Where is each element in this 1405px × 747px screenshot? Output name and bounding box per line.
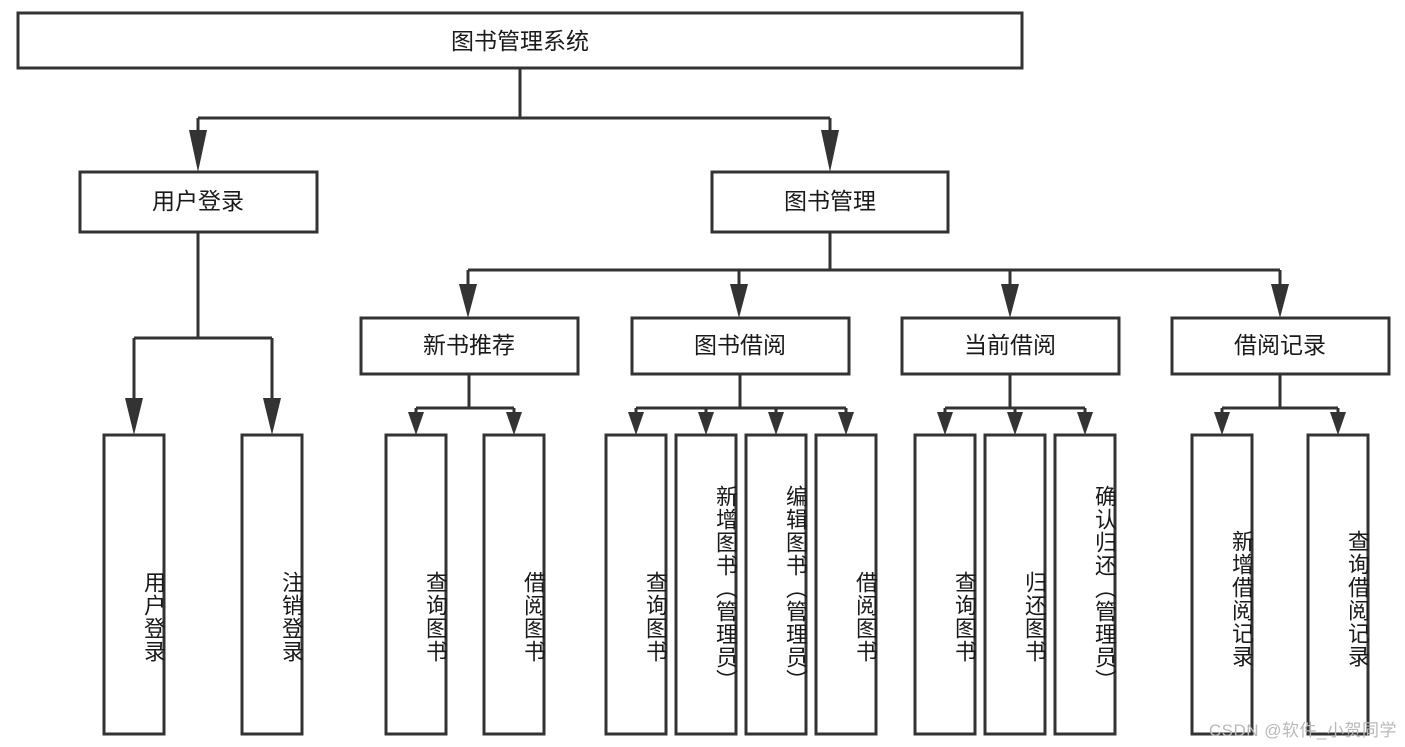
leaf-box-book-borrow-1[interactable] (604, 433, 668, 736)
connectors (125, 68, 1346, 435)
node-user-login[interactable]: 用户登录 (78, 170, 319, 234)
arrow-current-leaf-1 (937, 412, 953, 435)
arrow-newbook-leaf-2 (506, 412, 522, 435)
leaf-box-current-borrow-3[interactable] (1053, 433, 1117, 736)
arrow-borrow-leaf-2 (698, 412, 714, 435)
root-label: 图书管理系统 (451, 28, 589, 54)
arrow-borrow-leaf-4 (838, 412, 854, 435)
leaf-boxes-book-borrow (604, 433, 878, 736)
leaf-box-new-book-2[interactable] (482, 433, 546, 736)
user-login-box[interactable] (78, 170, 319, 234)
leaf-boxes-user-login (102, 433, 304, 736)
leaf-boxes-new-book (384, 433, 546, 736)
leaf-boxes-current-borrow (913, 433, 1117, 736)
arrow-borrow-leaf-3 (768, 412, 784, 435)
arrow-current-leaf-3 (1077, 412, 1093, 435)
arrow-record-leaf-2 (1330, 412, 1346, 435)
current-borrow-box[interactable] (900, 316, 1121, 376)
leaf-box-book-borrow-3[interactable] (744, 433, 808, 736)
node-book-borrow[interactable]: 图书借阅 (630, 316, 851, 376)
arrow-user-leaf-1 (125, 398, 143, 435)
node-current-borrow[interactable]: 当前借阅 (900, 316, 1121, 376)
user-login-label: 用户登录 (152, 188, 244, 214)
node-borrow-record[interactable]: 借阅记录 (1170, 316, 1391, 376)
node-book-manage[interactable]: 图书管理 (710, 170, 950, 234)
borrow-record-box[interactable] (1170, 316, 1391, 376)
csdn-watermark: CSDN @软件_小贺同学 (1208, 721, 1397, 740)
leaf-box-new-book-1[interactable] (384, 433, 448, 736)
new-book-recommend-label: 新书推荐 (423, 332, 515, 358)
arrow-to-borrow-record (1271, 284, 1289, 318)
book-manage-label: 图书管理 (784, 188, 876, 214)
node-new-book-recommend[interactable]: 新书推荐 (359, 316, 580, 376)
book-borrow-label: 图书借阅 (694, 332, 786, 358)
leaf-box-user-login-2[interactable] (240, 433, 304, 736)
arrow-to-book-manage (821, 130, 839, 172)
arrow-to-user-login (189, 130, 207, 172)
leaf-box-book-borrow-2[interactable] (674, 433, 738, 736)
current-borrow-label: 当前借阅 (964, 332, 1056, 358)
arrow-user-leaf-2 (263, 398, 281, 435)
arrow-to-book-borrow (730, 284, 748, 318)
arrow-newbook-leaf-1 (408, 412, 424, 435)
book-manage-box[interactable] (710, 170, 950, 234)
arrow-record-leaf-1 (1214, 412, 1230, 435)
leaf-box-book-borrow-4[interactable] (814, 433, 878, 736)
leaf-box-current-borrow-2[interactable] (983, 433, 1047, 736)
arrow-to-new-book (459, 284, 477, 318)
arrow-borrow-leaf-1 (628, 412, 644, 435)
arrow-to-current-borrow (1001, 284, 1019, 318)
root-box[interactable] (16, 11, 1024, 70)
node-root[interactable]: 图书管理系统 (16, 11, 1024, 70)
arrow-current-leaf-2 (1007, 412, 1023, 435)
leaf-box-borrow-record-1[interactable] (1190, 433, 1254, 736)
borrow-record-label: 借阅记录 (1234, 332, 1326, 358)
leaf-box-borrow-record-2[interactable] (1306, 433, 1370, 736)
leaf-boxes-borrow-record (1190, 433, 1370, 736)
book-borrow-box[interactable] (630, 316, 851, 376)
new-book-recommend-box[interactable] (359, 316, 580, 376)
leaf-box-current-borrow-1[interactable] (913, 433, 977, 736)
leaf-box-user-login-1[interactable] (102, 433, 166, 736)
